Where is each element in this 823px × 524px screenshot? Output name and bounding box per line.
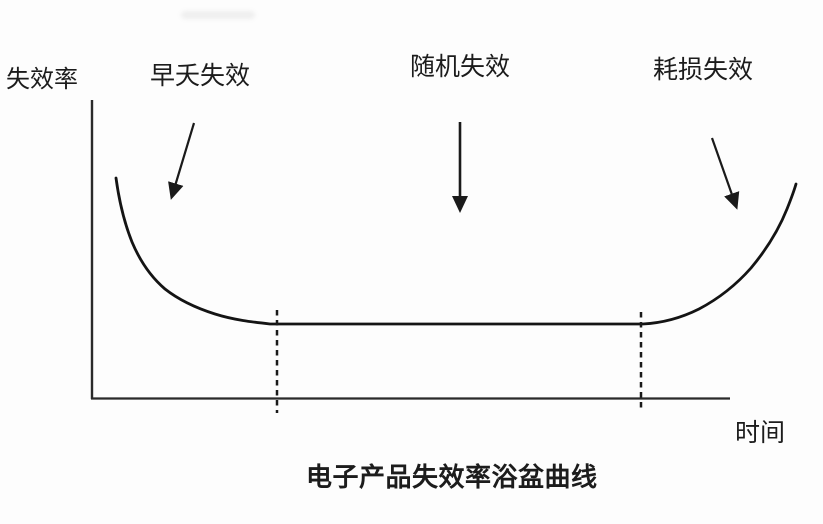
- bathtub-curve: [114, 176, 798, 326]
- diagram-caption: 电子产品失效率浴盆曲线: [306, 462, 598, 492]
- wearout-failure-arrow: [710, 137, 740, 210]
- early-failure-arrow: [168, 122, 196, 200]
- y-axis-label: 失效率: [6, 66, 78, 93]
- image-artifact-smudge: [181, 11, 255, 19]
- early-failure-label: 早夭失效: [150, 62, 251, 90]
- x-axis-label: 时间: [735, 419, 786, 447]
- wearout-failure-label: 耗损失效: [653, 56, 754, 84]
- random-failure-label: 随机失效: [410, 53, 511, 81]
